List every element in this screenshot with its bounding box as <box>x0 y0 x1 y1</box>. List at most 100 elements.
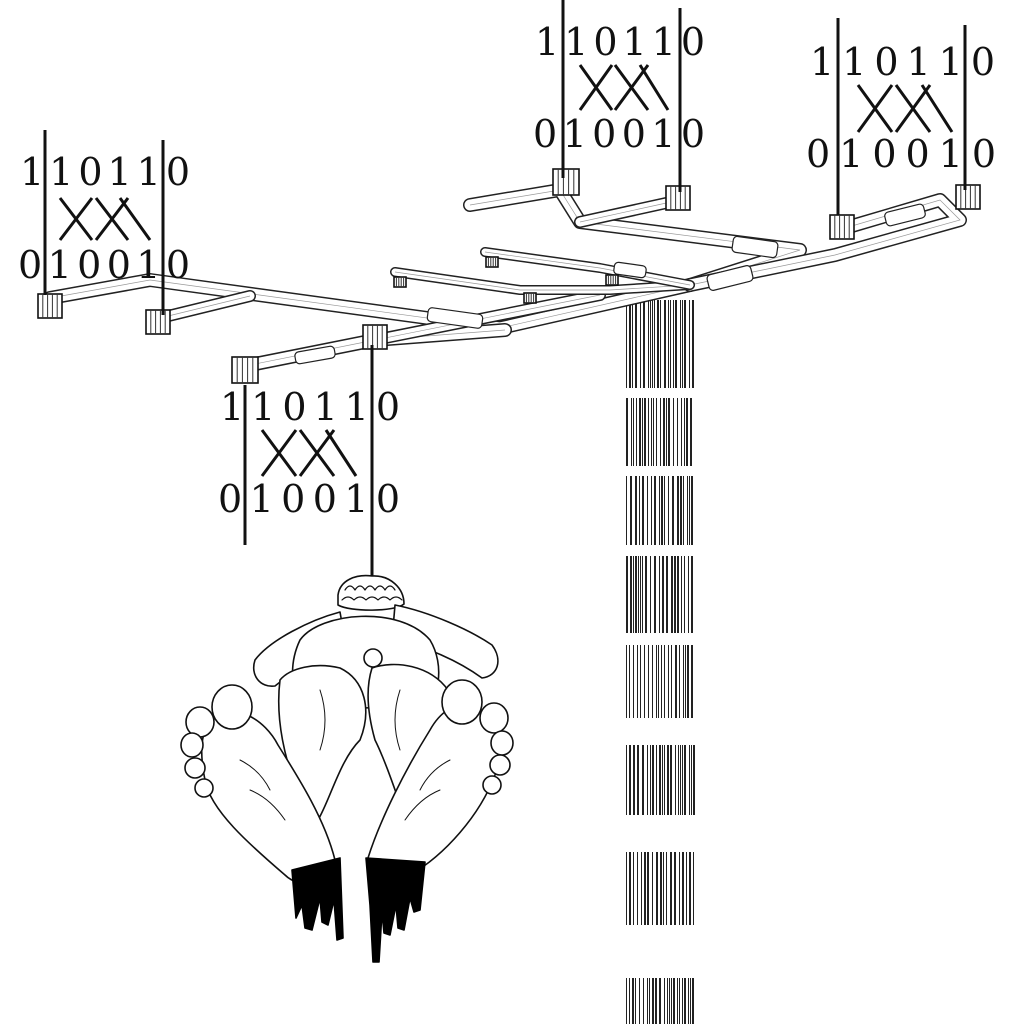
figure-illustration <box>180 574 514 963</box>
panel-top-right-bottom-row: 0 1 0 0 1 0 <box>806 132 996 176</box>
barcode-line <box>654 556 656 633</box>
pipe-centerline <box>484 251 691 286</box>
barcode-line <box>642 476 644 545</box>
binary-panel-left: 1 1 0 1 1 0 0 1 0 0 1 0 <box>18 130 190 315</box>
barcode-line <box>680 476 682 545</box>
barcode-line <box>687 476 688 545</box>
barcode-line <box>626 300 627 388</box>
barcode-line <box>671 978 672 1024</box>
barcode-line <box>644 852 646 925</box>
barcode-line <box>677 556 679 633</box>
barcode-line <box>668 476 669 545</box>
barcode-line <box>643 300 645 388</box>
barcode-line <box>653 398 654 466</box>
barcode-line <box>677 978 678 1024</box>
barcode-line <box>673 978 675 1024</box>
barcode-line <box>662 556 664 633</box>
barcode-line <box>637 645 638 718</box>
barcode-line <box>642 556 643 633</box>
barcode-line <box>688 556 689 633</box>
barcode-line <box>670 300 671 388</box>
pipe-cap <box>955 184 981 210</box>
pipe-sleeve <box>884 203 926 227</box>
barcode-line <box>689 852 691 925</box>
barcode-line <box>648 398 649 466</box>
barcode-line <box>633 745 635 815</box>
barcode-line <box>672 476 674 545</box>
barcode-line <box>652 978 654 1024</box>
barcode-line <box>647 978 648 1024</box>
barcode-line <box>633 645 634 718</box>
barcode-line <box>637 745 639 815</box>
barcode-line <box>680 300 681 388</box>
barcode-line <box>669 978 670 1024</box>
barcode-line <box>647 476 648 545</box>
barcode-line <box>692 978 694 1024</box>
barcode-line <box>637 852 638 925</box>
barcode-line <box>626 745 627 815</box>
barcode-line <box>644 645 645 718</box>
barcode-line <box>635 300 637 388</box>
barcode-line <box>679 978 680 1024</box>
barcode-line <box>673 398 674 466</box>
barcode-line <box>656 852 658 925</box>
pipe-sleeve <box>706 265 754 291</box>
barcode-line <box>689 476 690 545</box>
barcode-line <box>668 398 670 466</box>
barcode-line <box>650 745 651 815</box>
barcode-line <box>666 398 667 466</box>
barcode-line <box>658 645 659 718</box>
pipe-cap <box>523 292 537 304</box>
pipe-cap <box>605 274 619 286</box>
barcode-line <box>645 556 647 633</box>
binary-panel-lower-center: 1 1 0 1 1 0 0 1 0 0 1 0 <box>218 345 400 578</box>
barcode-line <box>678 745 679 815</box>
barcode-line <box>689 745 690 815</box>
barcode-line <box>642 398 643 466</box>
figure-right-drip <box>365 857 426 963</box>
barcode-line <box>674 852 676 925</box>
barcode-line <box>659 556 660 633</box>
binary-panel-top-center: 1 1 0 1 1 0 0 1 0 0 1 0 <box>533 0 705 192</box>
pipe-centerline <box>394 271 691 291</box>
barcode-line <box>690 398 692 466</box>
barcode-line <box>679 645 680 718</box>
barcode-line <box>675 745 676 815</box>
barcode-line <box>664 978 665 1024</box>
panel-lower-center-top-row: 1 1 0 1 1 0 <box>220 385 400 429</box>
barcode-line <box>626 476 627 545</box>
pipe-cap <box>552 168 580 196</box>
panel-left-bottom-row: 0 1 0 0 1 0 <box>18 243 190 287</box>
barcode-line <box>644 398 646 466</box>
barcode-line <box>633 398 634 466</box>
barcode-line <box>680 745 681 815</box>
barcode-line <box>629 978 630 1024</box>
barcode-line <box>636 398 637 466</box>
pipe-cap <box>362 324 388 350</box>
barcode-line <box>631 398 632 466</box>
barcode-line <box>675 645 677 718</box>
barcode-line <box>626 978 627 1024</box>
pipe-sleeve <box>294 345 336 365</box>
barcode-line <box>639 476 640 545</box>
barcode-line <box>660 398 661 466</box>
barcode-line <box>667 978 668 1024</box>
barcode-line <box>648 645 649 718</box>
figure-left-drip <box>291 857 344 941</box>
barcode-line <box>643 978 644 1024</box>
barcode-line <box>663 398 665 466</box>
pipe-network <box>37 168 981 384</box>
panel-left-top-row: 1 1 0 1 1 0 <box>20 150 190 194</box>
pipe-sleeve <box>613 261 647 279</box>
barcode-line <box>683 645 684 718</box>
barcode-line <box>638 556 639 633</box>
barcode-line <box>659 476 660 545</box>
barcode-line <box>655 978 657 1024</box>
barcode-line <box>660 852 662 925</box>
barcode-line <box>639 398 641 466</box>
barcode-line <box>629 852 631 925</box>
barcode-line <box>629 745 631 815</box>
barcode-line <box>685 645 686 718</box>
barcode-line <box>682 300 683 388</box>
